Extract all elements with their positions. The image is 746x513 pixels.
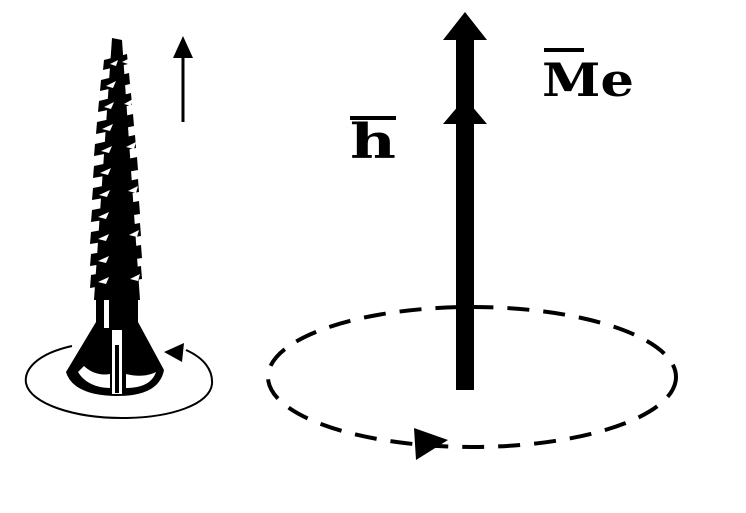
screw-shank-highlight: [104, 298, 109, 328]
screw-head-highlight-left: [78, 366, 110, 388]
screw-thread-highlights: [98, 58, 140, 284]
h-label: h: [350, 114, 396, 170]
circulation-arrowhead: [414, 428, 448, 460]
vector-diagram: h Me: [266, 12, 678, 460]
vector-arrowhead-top: [443, 12, 487, 40]
screw-rotation-ring: [24, 345, 214, 420]
screw-direction-arrow-head: [173, 36, 193, 58]
screw-illustration: [24, 36, 214, 420]
vector-shaft: [456, 38, 474, 390]
screw-head-highlight-right: [126, 372, 156, 388]
me-label: Me: [542, 53, 634, 107]
screw-rotation-arrowhead: [164, 343, 184, 362]
vector-arrowhead-middle: [443, 98, 487, 124]
screw-head-slot-inner: [115, 345, 119, 393]
